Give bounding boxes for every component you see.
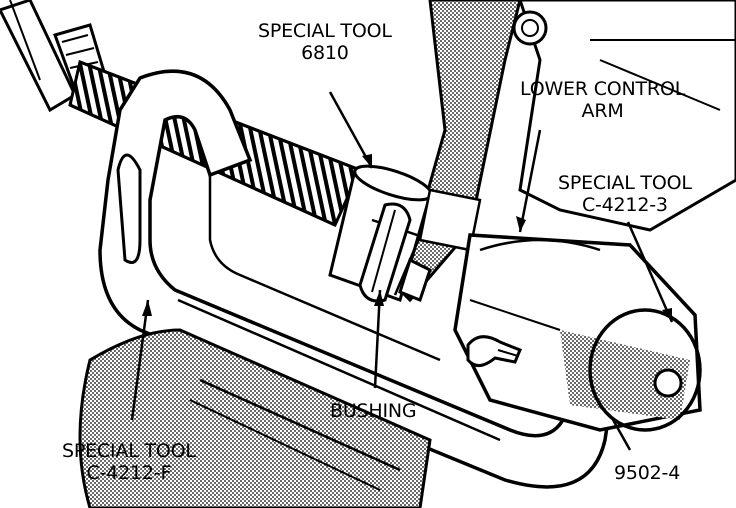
leader-9502-4 [610,417,632,451]
label-lca-line2: ARM [581,100,624,122]
label-6810-line2: 6810 [301,42,349,64]
label-6810-line1: SPECIAL TOOL [258,20,392,42]
wing-bolt [466,335,522,367]
lower-control-arm [398,188,482,302]
label-special-tool-c4212-3: SPECIAL TOOL C-4212-3 [558,172,692,216]
label-c4212-3-line2: C-4212-3 [581,194,668,216]
label-c4212-f-line2: C-4212-F [86,462,172,484]
leader-6810 [328,91,374,169]
c-frame-clamp [98,69,622,489]
leader-c4212-f [130,299,150,421]
leader-lower-control-arm [518,129,542,233]
lower-casting [78,328,432,508]
label-part-9502-4: 9502-4 [614,462,681,484]
label-c4212-3-line1: SPECIAL TOOL [558,172,692,194]
label-special-tool-c4212-f: SPECIAL TOOL C-4212-F [62,440,196,484]
leader-arrowheads [142,154,672,322]
label-special-tool-6810: SPECIAL TOOL 6810 [258,20,392,64]
leader-c4212-3 [626,221,674,323]
label-c4212-f-line1: SPECIAL TOOL [62,440,196,462]
bushing [358,202,412,303]
label-bushing: BUSHING [330,400,417,422]
label-lca-line1: LOWER CONTROL [520,78,686,100]
leader-bushing [373,289,382,389]
leader-lines [130,91,674,451]
cylinder-c4212-3 [453,233,702,432]
label-lower-control-arm: LOWER CONTROL ARM [520,78,685,122]
